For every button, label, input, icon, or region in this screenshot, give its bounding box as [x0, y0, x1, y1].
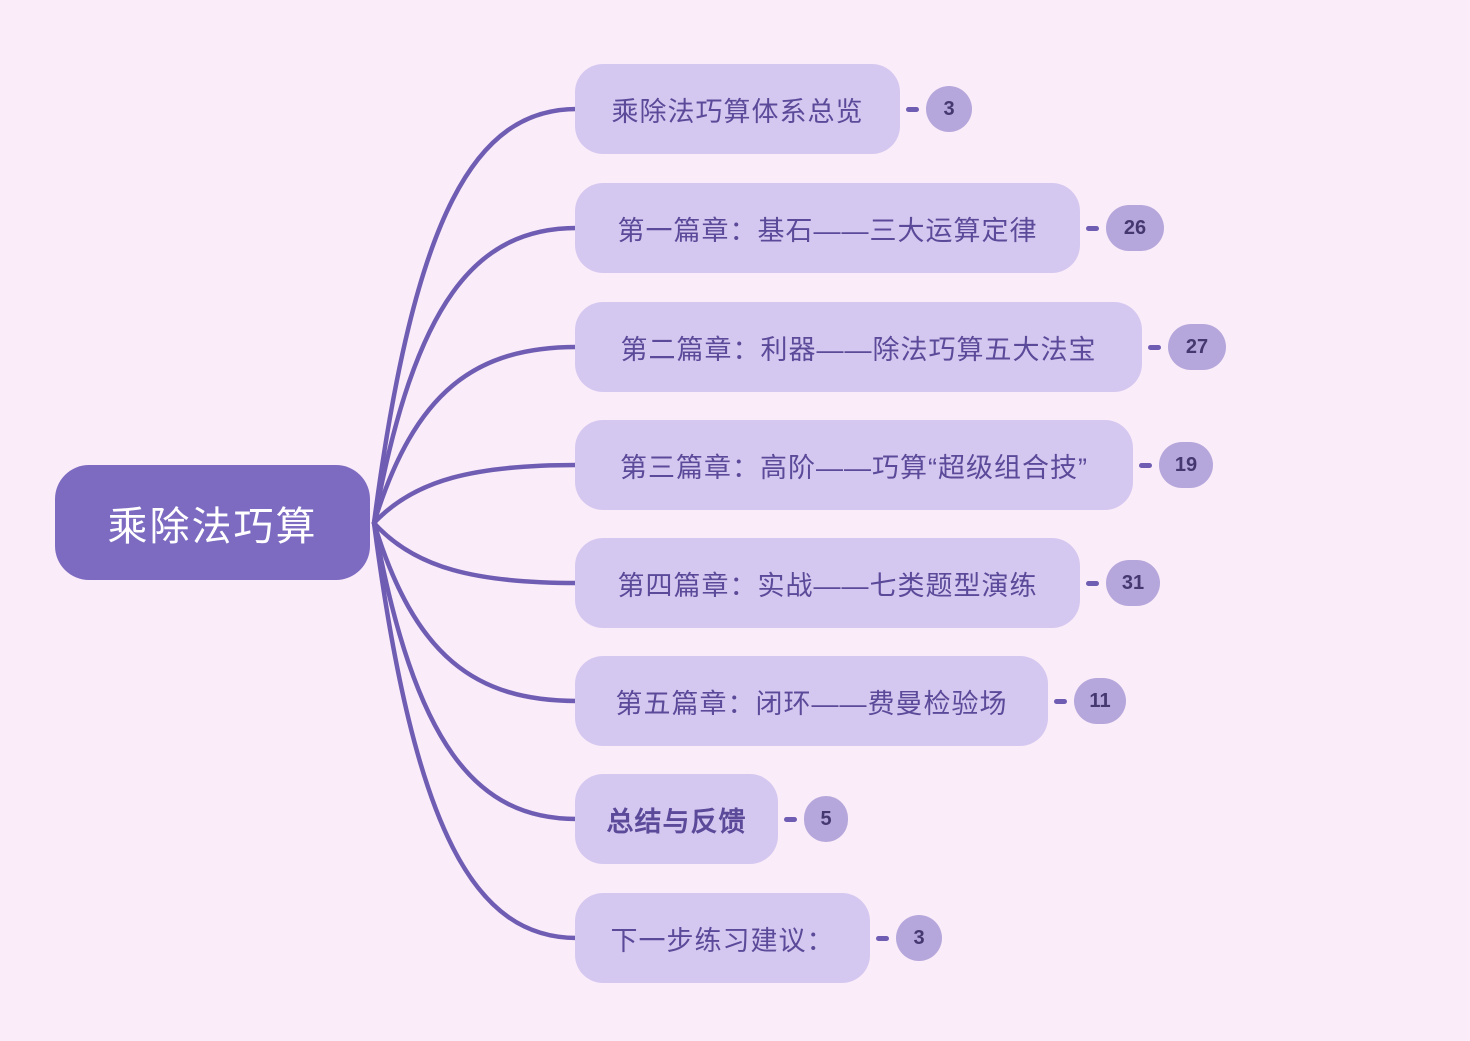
connector-curve [371, 225, 580, 526]
connector-curve [371, 106, 580, 526]
connector-curve [371, 462, 580, 526]
count-badge-value: 3 [913, 926, 925, 949]
count-badge-value: 3 [943, 97, 955, 120]
branch-node-label: 第四篇章：实战——七类题型演练 [617, 570, 1038, 601]
branch-node[interactable]: 第二篇章：利器——除法巧算五大法宝 [575, 302, 1142, 392]
branch-node-label: 第二篇章：利器——除法巧算五大法宝 [620, 334, 1097, 365]
badge-connector-dash [784, 816, 797, 822]
root-node-label: 乘除法巧算 [107, 504, 318, 549]
branch-node-label: 第一篇章：基石——三大运算定律 [617, 215, 1038, 246]
badge-connector-dash [1054, 698, 1067, 704]
branch-node-label: 第五篇章：闭环——费曼检验场 [615, 688, 1008, 719]
branch-node[interactable]: 第五篇章：闭环——费曼检验场 [575, 656, 1048, 746]
count-badge[interactable]: 27 [1168, 324, 1226, 370]
branch-node[interactable]: 总结与反馈 [575, 774, 778, 864]
count-badge-value: 26 [1123, 216, 1147, 239]
count-badge[interactable]: 3 [926, 86, 972, 132]
connector-curve [371, 520, 580, 704]
count-badge-value: 27 [1185, 335, 1209, 358]
branch-node[interactable]: 第三篇章：高阶——巧算“超级组合技” [575, 420, 1133, 510]
badge-connector-dash [1086, 580, 1099, 586]
count-badge[interactable]: 26 [1106, 205, 1164, 251]
count-badge[interactable]: 19 [1159, 442, 1213, 488]
count-badge[interactable]: 31 [1106, 560, 1160, 606]
badge-connector-dash [1139, 462, 1152, 468]
badge-connector-dash [906, 106, 919, 112]
branch-node-label: 第三篇章：高阶——巧算“超级组合技” [620, 452, 1088, 483]
count-badge-value: 11 [1089, 689, 1111, 712]
badge-connector-dash [876, 935, 889, 941]
connector-curve [371, 344, 580, 526]
root-node[interactable]: 乘除法巧算 [55, 465, 370, 580]
branch-node[interactable]: 第一篇章：基石——三大运算定律 [575, 183, 1080, 273]
branch-node[interactable]: 下一步练习建议： [575, 893, 870, 983]
branch-node-label: 总结与反馈 [606, 806, 747, 837]
count-badge[interactable]: 3 [896, 915, 942, 961]
branch-node-label: 乘除法巧算体系总览 [611, 96, 864, 127]
count-badge-value: 19 [1174, 453, 1198, 476]
connector-curve [371, 520, 580, 941]
branch-node-label: 下一步练习建议： [610, 925, 835, 956]
count-badge-value: 31 [1121, 571, 1145, 594]
badge-connector-dash [1086, 225, 1099, 231]
count-badge[interactable]: 11 [1074, 678, 1126, 724]
connector-curve [371, 520, 580, 586]
count-badge[interactable]: 5 [804, 796, 848, 842]
branch-node[interactable]: 第四篇章：实战——七类题型演练 [575, 538, 1080, 628]
count-badge-value: 5 [820, 807, 832, 830]
badge-connector-dash [1148, 344, 1161, 350]
branch-node[interactable]: 乘除法巧算体系总览 [575, 64, 900, 154]
connector-curve [371, 520, 580, 822]
